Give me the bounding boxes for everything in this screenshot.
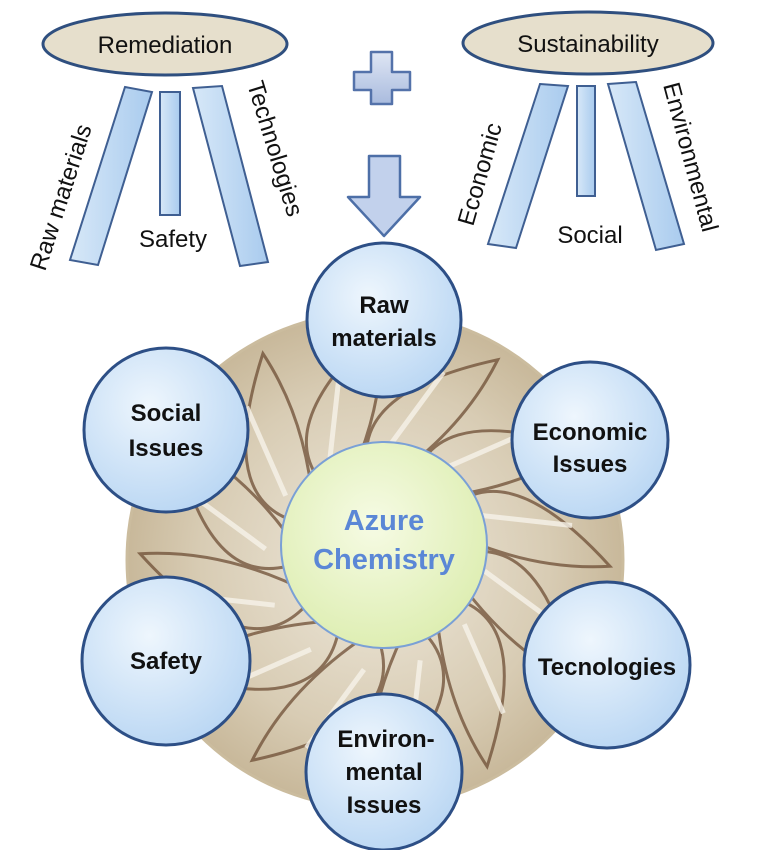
sustainability-leg-right (606, 80, 686, 252)
mosaic-petal (434, 490, 614, 569)
center-line-1: Azure (344, 505, 425, 537)
economic-issues-line-1: Economic (533, 419, 648, 446)
environmental-issues-line-3: Issues (347, 792, 422, 819)
sustainability-leg-left (486, 82, 570, 250)
center-node: Azure Chemistry (280, 441, 488, 649)
sustainability-title: Sustainability (517, 31, 658, 58)
remediation-stool: Remediation Raw materials Safety Technol… (25, 11, 308, 274)
environmental-issues-line-2: mental (345, 759, 422, 786)
down-arrow-icon (346, 154, 422, 238)
economic-issues-circle (510, 360, 670, 520)
safety-line-1: Safety (130, 648, 203, 675)
mosaic-petal (249, 628, 386, 763)
mosaic-petal (244, 350, 316, 527)
satellite-raw-materials: Raw materials (305, 241, 463, 399)
center-line-2: Chemistry (313, 544, 455, 576)
mosaic-stroke (475, 512, 573, 528)
remediation-title: Remediation (98, 32, 233, 59)
remediation-seat (41, 11, 289, 77)
satellite-safety: Safety (80, 575, 252, 747)
sustainability-leg-middle (576, 85, 596, 197)
remediation-leg-middle (159, 91, 181, 216)
raw-materials-line-2: materials (331, 325, 436, 352)
remediation-leg-label-safety: Safety (139, 226, 207, 253)
satellite-environmental-issues: Environ- mental Issues (304, 692, 464, 850)
social-issues-circle (82, 346, 250, 514)
social-issues-line-1: Social (131, 400, 202, 427)
mosaic-petal (136, 551, 316, 630)
satellite-technologies: Tecnologies (522, 580, 692, 750)
sustainability-seat (461, 10, 715, 76)
plus-icon (352, 50, 412, 106)
sustainability-stool: Sustainability Economic Social Environme… (453, 10, 723, 252)
sustainability-leg-label-social: Social (557, 222, 622, 249)
social-issues-line-2: Issues (129, 435, 204, 462)
mosaic-stroke (462, 623, 506, 715)
environmental-issues-line-1: Environ- (337, 726, 434, 753)
raw-materials-line-1: Raw (359, 292, 409, 319)
environmental-issues-circle (304, 692, 464, 850)
technologies-line-1: Tecnologies (538, 654, 676, 681)
satellite-social-issues: Social Issues (82, 346, 250, 514)
safety-circle (80, 575, 252, 747)
mosaic-stroke (244, 405, 288, 497)
satellite-economic-issues: Economic Issues (510, 360, 670, 520)
raw-materials-circle (305, 241, 463, 399)
economic-issues-line-2: Issues (553, 451, 628, 478)
remediation-leg-left (68, 85, 154, 267)
technologies-circle (522, 580, 692, 750)
mosaic-stroke (383, 370, 446, 452)
remediation-leg-right (191, 84, 270, 268)
center-circle (280, 441, 488, 649)
mosaic-petal (434, 593, 506, 770)
